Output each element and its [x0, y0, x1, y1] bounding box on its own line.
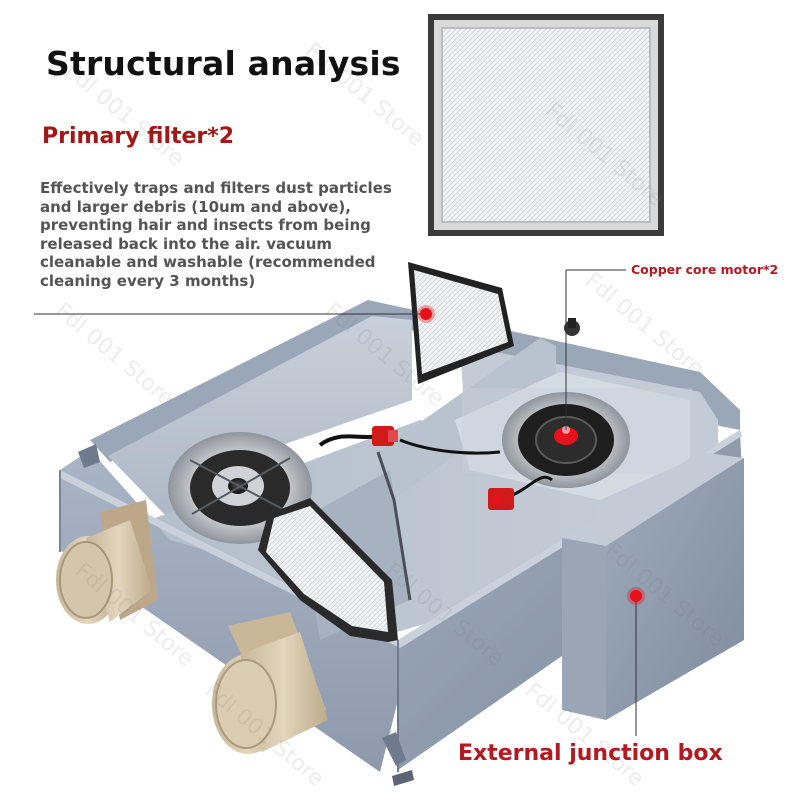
housing-top-edge — [60, 430, 742, 648]
page-title: Structural analysis — [46, 44, 401, 83]
filter-inset-image — [428, 14, 664, 236]
mounting-bracket — [382, 732, 406, 766]
junction-marker — [630, 590, 642, 602]
right-motor-marker — [491, 495, 501, 505]
external-junction-box-label: External junction box — [458, 741, 723, 766]
upper-filter-panel — [408, 262, 514, 384]
copper-core-motor-label: Copper core motor*2 — [631, 262, 779, 277]
lower-filter-panel — [258, 498, 398, 642]
primary-filter-description: Effectively traps and filters dust parti… — [40, 179, 392, 290]
right-fan-motor — [502, 392, 630, 488]
filter-marker — [420, 308, 432, 320]
duct-port-upper — [56, 500, 158, 624]
primary-filter-heading: Primary filter*2 — [42, 124, 235, 149]
duct-port-lower — [212, 612, 328, 754]
watermark-text: Fdl 001 Store — [50, 298, 179, 412]
junction-box-graphic — [562, 452, 744, 720]
